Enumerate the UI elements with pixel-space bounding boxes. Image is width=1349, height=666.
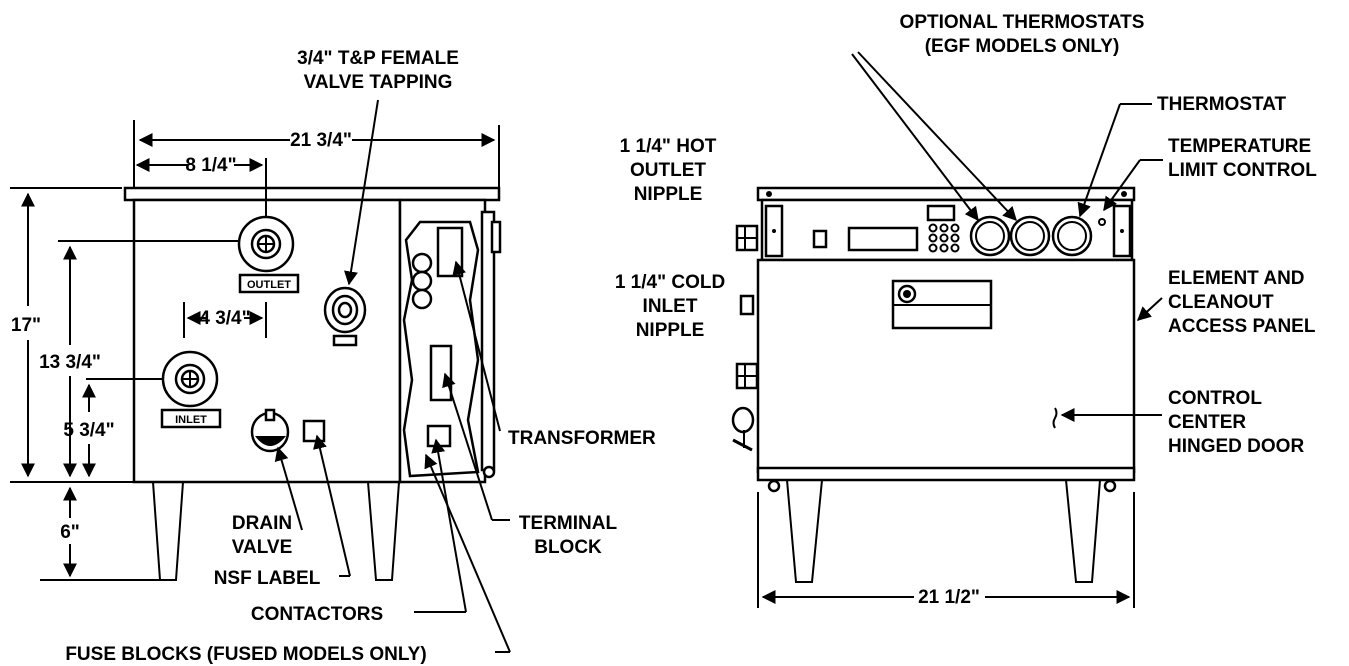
dim-outlet-height-label: 13 3/4" [39,352,101,373]
right-leg-2 [1065,479,1101,583]
outlet-tag: OUTLET [247,279,291,291]
inlet-tag: INLET [175,414,207,426]
hot-outlet-label-3: NIPPLE [634,184,703,205]
cold-inlet-nipple [735,362,759,390]
outlet-fitting [237,215,300,294]
leg-2 [367,481,400,581]
fuse-blocks-label: FUSE BLOCKS (FUSED MODELS ONLY) [65,644,426,665]
temperature-limit-label-2: LIMIT CONTROL [1168,160,1317,181]
keypad [928,223,960,253]
transformer-label: TRANSFORMER [508,428,656,449]
element-panel-label-2: CLEANOUT [1168,292,1274,313]
element-panel-label-3: ACCESS PANEL [1168,316,1316,337]
dim-width-label: 21 3/4" [290,130,352,151]
right-leg-1 [786,479,823,583]
tp-valve-label-1: 3/4" T&P FEMALE [297,48,459,69]
contactors-label: CONTACTORS [251,604,383,625]
display-window [847,226,919,252]
right-dim-width-label: 21 1/2" [918,587,980,608]
control-center-label-2: CENTER [1168,412,1246,433]
drain-valve [250,408,290,453]
display-small [926,204,956,222]
drain-valve-label-1: DRAIN [232,513,292,534]
cold-inlet-label-1: 1 1/4" COLD [615,272,725,293]
switch [812,229,828,249]
hot-outlet-nipple [735,224,759,252]
optional-thermostats-label-1: OPTIONAL THERMOSTATS [900,12,1145,33]
right-leaders [851,51,1163,422]
inlet-fitting [160,350,222,429]
dim-height-label: 17" [11,315,41,336]
terminal-block-label-2: BLOCK [534,537,602,558]
hot-outlet-label-1: 1 1/4" HOT [620,136,717,157]
dim-inlet-offset-label: 4 3/4" [199,308,250,329]
dim-legs-label: 6" [60,522,80,543]
control-center-label-1: CONTROL [1168,388,1262,409]
left-dimensions [10,120,500,581]
dim-outlet-offset-label: 8 1/4" [185,155,236,176]
cold-inlet-label-3: NIPPLE [636,320,705,341]
cold-inlet-label-2: INLET [643,296,698,317]
control-internals [402,220,480,478]
thermostat-dials [969,215,1106,257]
dim-inlet-height-label: 5 3/4" [63,420,114,441]
right-top-lid [756,186,1136,202]
hot-outlet-label-2: OUTLET [630,160,706,181]
leg-1 [152,481,184,581]
left-view [10,99,511,653]
right-view [731,51,1163,608]
nsf-label-plate [302,419,326,443]
control-center-label-3: HINGED DOOR [1168,436,1304,457]
tp-valve-label-2: VALVE TAPPING [304,72,453,93]
element-panel-label-1: ELEMENT AND [1168,268,1305,289]
drain-valve-label-2: VALVE [232,537,293,558]
terminal-block-label-1: TERMINAL [519,513,618,534]
optional-thermostats-label-2: (EGF MODELS ONLY) [925,36,1120,57]
temperature-limit-label-1: TEMPERATURE [1168,136,1311,157]
thermostat-label: THERMOSTAT [1157,94,1287,115]
left-leaders [274,99,511,653]
drain-valve-side [731,406,755,452]
left-top-lid [123,186,501,202]
nsf-label-text: NSF LABEL [214,568,321,589]
tp-valve-tapping [323,286,367,347]
door-latch [1052,407,1058,429]
